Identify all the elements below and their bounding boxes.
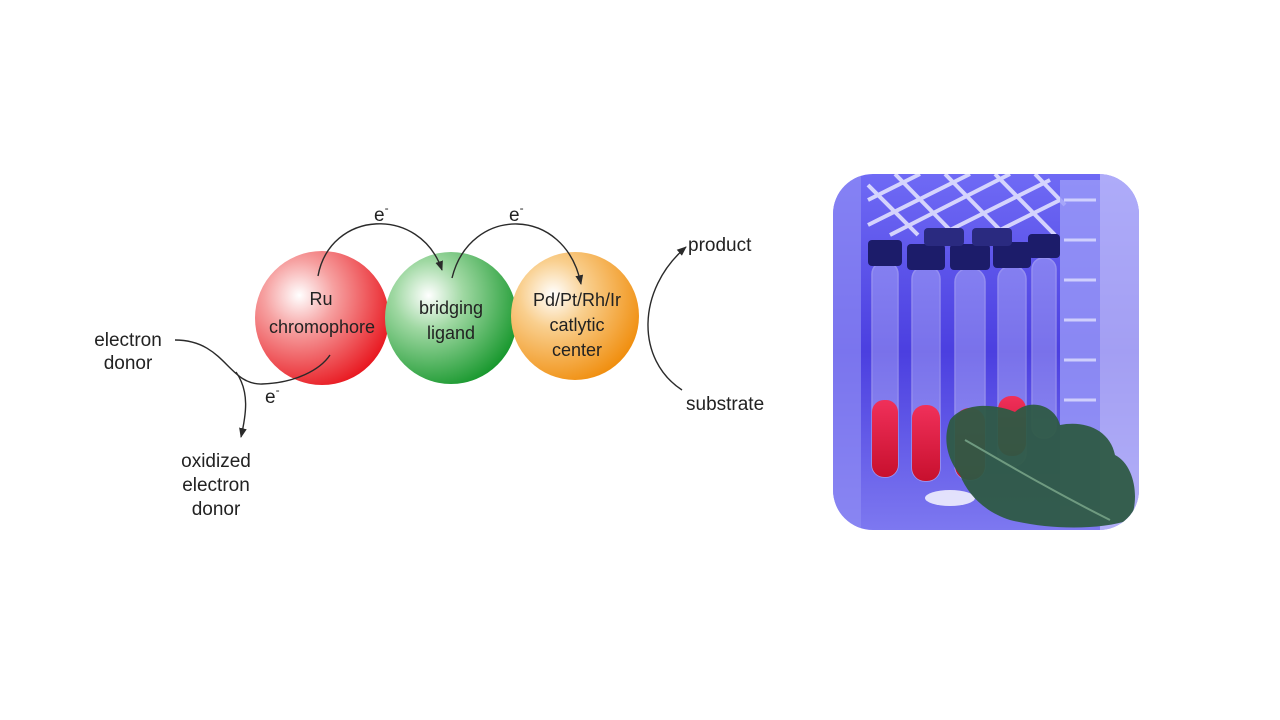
catalytic-center-circle: [511, 252, 639, 380]
electron-transfer-arrow-2: [451, 223, 584, 285]
substrate-label: substrate: [686, 394, 764, 415]
product-label: product: [688, 235, 752, 256]
electron-label-2: e-: [509, 201, 524, 226]
oxidized-donor-line3: donor: [192, 499, 241, 520]
electron-label-1: e-: [374, 201, 389, 226]
donor-to-ru-arrow: [174, 339, 331, 385]
bridging-label: bridging: [419, 298, 483, 318]
electron-label-3: e-: [265, 383, 280, 408]
ligand-label: ligand: [427, 323, 475, 343]
ru-chromophore-circle: [255, 251, 389, 385]
catlytic-label: catlytic: [549, 315, 604, 335]
ru-label: Ru: [309, 289, 332, 309]
substrate-to-product-arrow: [647, 246, 687, 391]
chromophore-label: chromophore: [269, 317, 375, 337]
reaction-photo: [833, 174, 1139, 530]
oak-leaf: [946, 404, 1135, 528]
electron-transfer-arrow-1: [317, 223, 443, 277]
oxidized-donor-line2: electron: [182, 475, 250, 496]
oxidized-donor-line1: oxidized: [181, 451, 251, 472]
metal-label: Pd/Pt/Rh/Ir: [533, 290, 621, 310]
center-label: center: [552, 340, 602, 360]
electron-donor-line2: donor: [104, 353, 153, 374]
oxidized-donor-arrow: [235, 371, 247, 438]
electron-donor-line1: electron: [94, 330, 162, 351]
bridging-ligand-circle: [385, 252, 517, 384]
